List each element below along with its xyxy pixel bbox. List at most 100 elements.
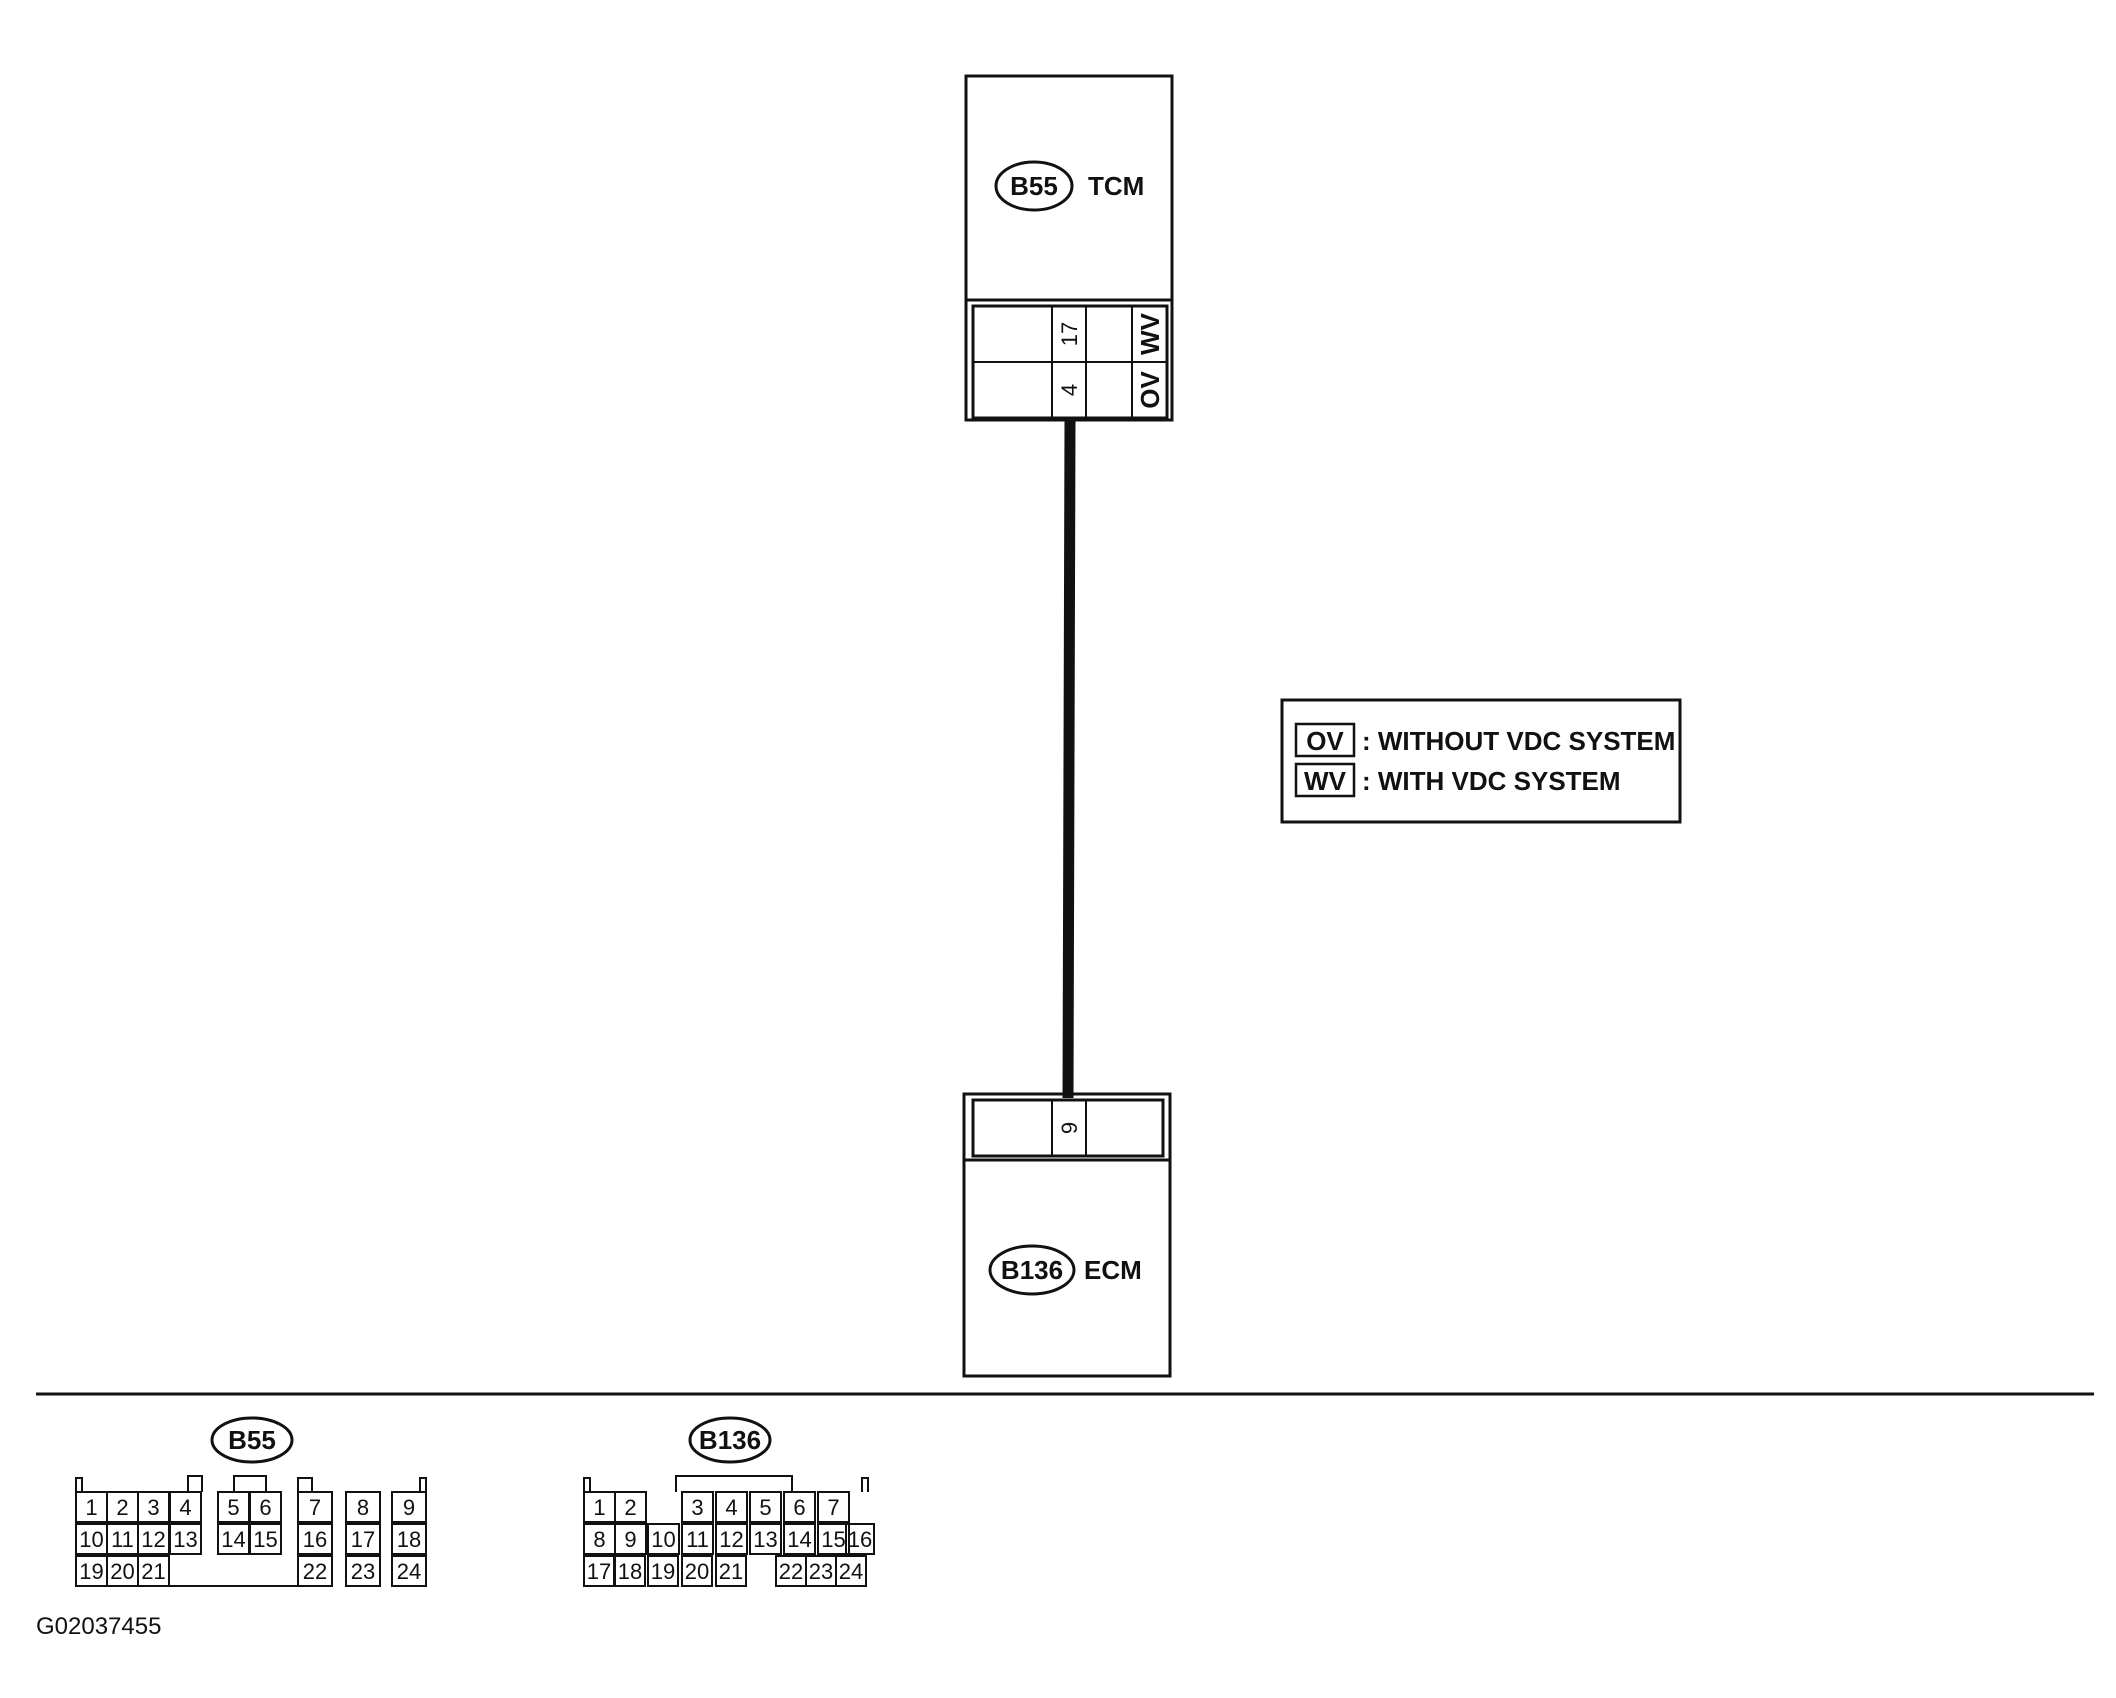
b136-pin-24: 24 [835, 1555, 867, 1587]
b55-pin-14: 14 [217, 1523, 250, 1555]
ecm-code: B136 [1001, 1255, 1063, 1285]
svg-text:12: 12 [719, 1527, 743, 1552]
svg-text:6: 6 [259, 1495, 271, 1520]
b136-pin-22: 22 [775, 1555, 807, 1587]
legend: OV : WITHOUT VDC SYSTEM WV : WITH VDC SY… [1280, 698, 1682, 824]
b55-code: B55 [228, 1425, 276, 1455]
svg-text:9: 9 [403, 1495, 415, 1520]
b136-pin-21: 21 [715, 1555, 747, 1587]
b55-pin-5: 5 [217, 1491, 250, 1523]
svg-text:13: 13 [173, 1527, 197, 1552]
svg-text:14: 14 [787, 1527, 811, 1552]
b55-pin-4: 4 [169, 1491, 202, 1523]
svg-text:16: 16 [848, 1527, 872, 1552]
svg-text:7: 7 [309, 1495, 321, 1520]
b55-pin-3: 3 [137, 1491, 170, 1523]
ecm-module: 9 B136 ECM [962, 1092, 1172, 1378]
b136-pin-2: 2 [614, 1491, 647, 1523]
svg-text:21: 21 [719, 1559, 743, 1584]
svg-text:19: 19 [79, 1559, 103, 1584]
svg-text:10: 10 [651, 1527, 675, 1552]
svg-text:4: 4 [725, 1495, 737, 1520]
b136-pin-13: 13 [749, 1523, 782, 1555]
b136-pin-4: 4 [715, 1491, 748, 1523]
svg-text:13: 13 [753, 1527, 777, 1552]
svg-text:2: 2 [624, 1495, 636, 1520]
svg-text:9: 9 [624, 1527, 636, 1552]
svg-text:8: 8 [593, 1527, 605, 1552]
svg-text:5: 5 [759, 1495, 771, 1520]
b55-pin-12: 12 [137, 1523, 170, 1555]
legend-key-box-wv [1294, 762, 1356, 798]
svg-text:11: 11 [686, 1527, 709, 1552]
ecm-code-oval [988, 1244, 1076, 1296]
ecm-name: ECM [1084, 1255, 1142, 1285]
b55-pin-7: 7 [297, 1491, 333, 1523]
b136-pin-10: 10 [647, 1523, 680, 1555]
tcm-variant-bottom: OV [1135, 371, 1165, 409]
svg-text:23: 23 [351, 1559, 375, 1584]
svg-text:18: 18 [618, 1559, 642, 1584]
svg-text:19: 19 [651, 1559, 675, 1584]
b55-pin-10: 10 [75, 1523, 108, 1555]
svg-text:22: 22 [779, 1559, 803, 1584]
svg-text:11: 11 [111, 1527, 134, 1552]
b55-pin-19: 19 [75, 1555, 108, 1587]
svg-text:4: 4 [179, 1495, 191, 1520]
b136-pin-7: 7 [817, 1491, 850, 1523]
svg-text:6: 6 [793, 1495, 805, 1520]
tcm-module: B55 TCM 17 4 WV OV [964, 74, 1174, 422]
b136-pin-5: 5 [749, 1491, 782, 1523]
svg-text:1: 1 [593, 1495, 605, 1520]
svg-text:8: 8 [357, 1495, 369, 1520]
svg-text:23: 23 [809, 1559, 833, 1584]
b136-pin-3: 3 [681, 1491, 714, 1523]
b55-pin-11: 11 [106, 1523, 139, 1555]
b136-pin-23: 23 [805, 1555, 837, 1587]
svg-text:2: 2 [116, 1495, 128, 1520]
b136-pin-14: 14 [783, 1523, 816, 1555]
tcm-pin-bottom: 4 [1057, 384, 1082, 396]
svg-text:21: 21 [141, 1559, 165, 1584]
b55-pin-24: 24 [391, 1555, 427, 1587]
tcm-variant-top: WV [1135, 312, 1165, 355]
svg-text:5: 5 [227, 1495, 239, 1520]
legend-key-ov: OV [1306, 726, 1344, 756]
b55-pin-16: 16 [297, 1523, 333, 1555]
svg-text:20: 20 [110, 1559, 134, 1584]
svg-text:24: 24 [397, 1559, 421, 1584]
b136-pin-8: 8 [583, 1523, 616, 1555]
b136-pin-12: 12 [715, 1523, 748, 1555]
b136-code: B136 [699, 1425, 761, 1455]
b136-pin-11: 11 [681, 1523, 714, 1555]
b136-pin-20: 20 [681, 1555, 713, 1587]
b136-pin-19: 19 [647, 1555, 679, 1587]
b55-pin-1: 1 [75, 1491, 108, 1523]
svg-text:1: 1 [85, 1495, 97, 1520]
tcm-code-oval [994, 160, 1074, 212]
b136-code-oval [688, 1416, 772, 1464]
tcm-name: TCM [1088, 171, 1144, 201]
b55-pin-18: 18 [391, 1523, 427, 1555]
b136-pin-17: 17 [583, 1555, 615, 1587]
legend-text-ov: : WITHOUT VDC SYSTEM [1362, 726, 1675, 756]
legend-key-wv: WV [1304, 766, 1347, 796]
b55-code-oval [210, 1416, 294, 1464]
b136-pin-9: 9 [614, 1523, 647, 1555]
svg-text:22: 22 [303, 1559, 327, 1584]
tcm-ecm-wire [1062, 419, 1076, 1099]
svg-text:15: 15 [253, 1527, 277, 1552]
b136-pin-6: 6 [783, 1491, 816, 1523]
tcm-pin-top: 17 [1057, 322, 1082, 346]
b136-pin-1: 1 [583, 1491, 616, 1523]
figure-id: G02037455 [36, 1613, 161, 1640]
svg-text:3: 3 [147, 1495, 159, 1520]
b55-pin-8: 8 [345, 1491, 381, 1523]
svg-text:18: 18 [397, 1527, 421, 1552]
svg-text:12: 12 [141, 1527, 165, 1552]
